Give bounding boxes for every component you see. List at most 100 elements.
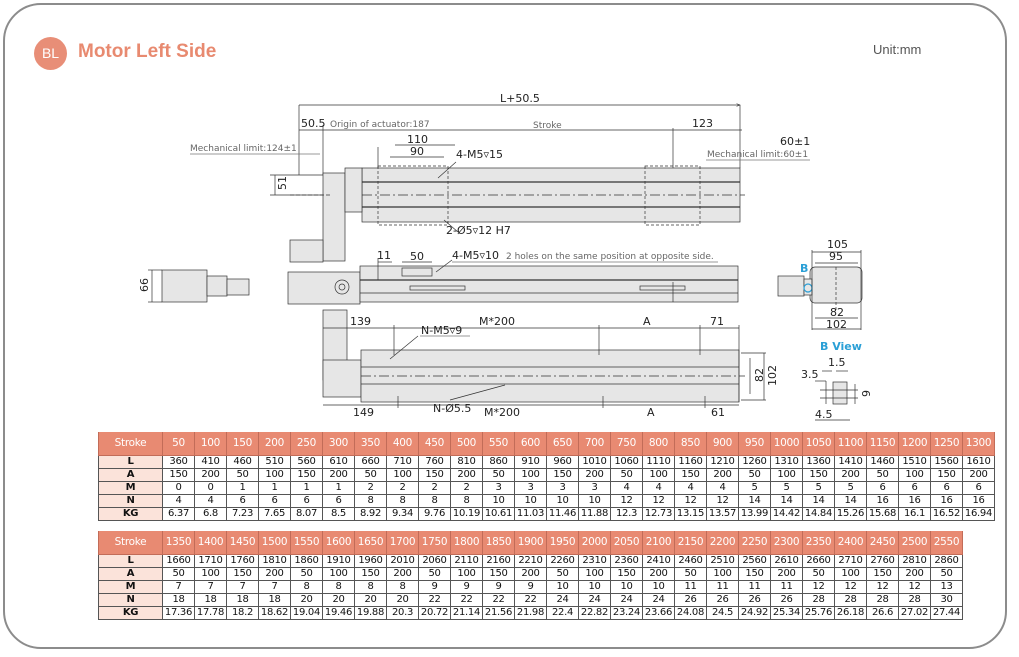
table-cell: 150: [866, 567, 899, 581]
table-cell: 6: [930, 481, 963, 495]
table-cell: 50: [290, 567, 323, 581]
table-cell: 1860: [290, 554, 323, 568]
table-cell: 1960: [354, 554, 387, 568]
table-cell: 1260: [738, 455, 771, 469]
table-cell: 14: [834, 494, 867, 508]
table-cell: 7.23: [226, 507, 259, 521]
dim-carriage-inner: 90: [410, 145, 424, 158]
table-cell: 16.52: [930, 507, 963, 521]
table-cell: 12: [674, 494, 707, 508]
dim-bottom-top-pitch: M*200: [479, 315, 515, 328]
table-cell: 14: [802, 494, 835, 508]
stroke-header-cell: 200: [258, 432, 291, 456]
table-cell: 16: [898, 494, 931, 508]
table-cell: 150: [354, 567, 387, 581]
table-cell: 18: [226, 593, 259, 607]
table-cell: 21.98: [514, 606, 547, 620]
table-cell: 100: [642, 468, 675, 482]
table-cell: 21.56: [482, 606, 515, 620]
page-title: Motor Left Side: [78, 41, 217, 62]
dim-carriage-outer: 110: [407, 133, 428, 146]
table-cell: 2060: [418, 554, 451, 568]
table-cell: 9: [514, 580, 547, 594]
table-cell: 2210: [514, 554, 547, 568]
table-cell: 8: [386, 580, 419, 594]
table-cell: 20: [386, 593, 419, 607]
table-cell: 26: [738, 593, 771, 607]
dim-bottom-top-left: 139: [350, 315, 371, 328]
table-cell: 25.34: [770, 606, 803, 620]
table-cell: 2510: [706, 554, 739, 568]
table-cell: 27.44: [930, 606, 963, 620]
stroke-header-cell: 450: [418, 432, 451, 456]
table-cell: 10: [642, 580, 675, 594]
table-cell: 50: [546, 567, 579, 581]
table-cell: 8: [354, 494, 387, 508]
tap-holes-top: 4-M5▿15: [456, 148, 503, 161]
table-cell: 2860: [930, 554, 963, 568]
table-cell: 100: [194, 567, 227, 581]
table-cell: 2: [418, 481, 451, 495]
dim-origin: Origin of actuator:187: [330, 120, 430, 130]
table-cell: 20.72: [418, 606, 451, 620]
table-cell: 24.08: [674, 606, 707, 620]
table-cell: 710: [386, 455, 419, 469]
table-cell: 10: [546, 580, 579, 594]
table-cell: 2660: [802, 554, 835, 568]
dim-side-spacing: 50: [410, 250, 424, 263]
end-view: [777, 250, 863, 330]
table-cell: 28: [834, 593, 867, 607]
row-label: Stroke: [98, 432, 163, 456]
table-cell: 2310: [578, 554, 611, 568]
table-cell: 16.94: [962, 507, 995, 521]
table-cell: 10.19: [450, 507, 483, 521]
table-cell: 24: [578, 593, 611, 607]
table-cell: 2360: [610, 554, 643, 568]
technical-drawing: L+50.5 50.5 Origin of actuator:187 Strok…: [138, 92, 872, 421]
mech-limit-right: Mechanical limit:60±1: [707, 150, 808, 160]
table-cell: 50: [866, 468, 899, 482]
table-cell: 2410: [642, 554, 675, 568]
dim-bottom-left: 149: [353, 406, 374, 419]
table-cell: 2760: [866, 554, 899, 568]
table-cell: 1510: [898, 455, 931, 469]
table-cell: 26: [674, 593, 707, 607]
table-cell: 4: [610, 481, 643, 495]
table-cell: 26: [770, 593, 803, 607]
dim-bottom-top-a: A: [643, 315, 651, 328]
table-cell: 7: [226, 580, 259, 594]
table-cell: 4: [642, 481, 675, 495]
table-cell: 100: [450, 567, 483, 581]
stroke-header-cell: 2400: [834, 531, 867, 555]
table-cell: 24.5: [706, 606, 739, 620]
table-cell: 12: [610, 494, 643, 508]
table-cell: 10: [514, 494, 547, 508]
table-cell: 200: [770, 567, 803, 581]
table-cell: 50: [226, 468, 259, 482]
table-cell: 1910: [322, 554, 355, 568]
stroke-header-cell: 500: [450, 432, 483, 456]
table-cell: 19.88: [354, 606, 387, 620]
table-cell: 3: [514, 481, 547, 495]
table-cell: 18: [162, 593, 195, 607]
stroke-header-cell: 2050: [610, 531, 643, 555]
table-cell: 16: [866, 494, 899, 508]
dim-side-offset: 11: [377, 249, 391, 262]
stroke-header-cell: 800: [642, 432, 675, 456]
table-cell: 8: [354, 580, 387, 594]
stroke-header-cell: 2250: [738, 531, 771, 555]
table-cell: 26.6: [866, 606, 899, 620]
table-cell: 150: [162, 468, 195, 482]
table-cell: 12: [706, 494, 739, 508]
stroke-header-cell: 1900: [514, 531, 547, 555]
table-cell: 100: [258, 468, 291, 482]
stroke-header-cell: 1700: [386, 531, 419, 555]
table-cell: 5: [834, 481, 867, 495]
table-cell: 50: [674, 567, 707, 581]
table-cell: 1460: [866, 455, 899, 469]
stroke-header-cell: 1300: [962, 432, 995, 456]
table-cell: 150: [290, 468, 323, 482]
dim-inner-width: 82: [753, 368, 766, 382]
